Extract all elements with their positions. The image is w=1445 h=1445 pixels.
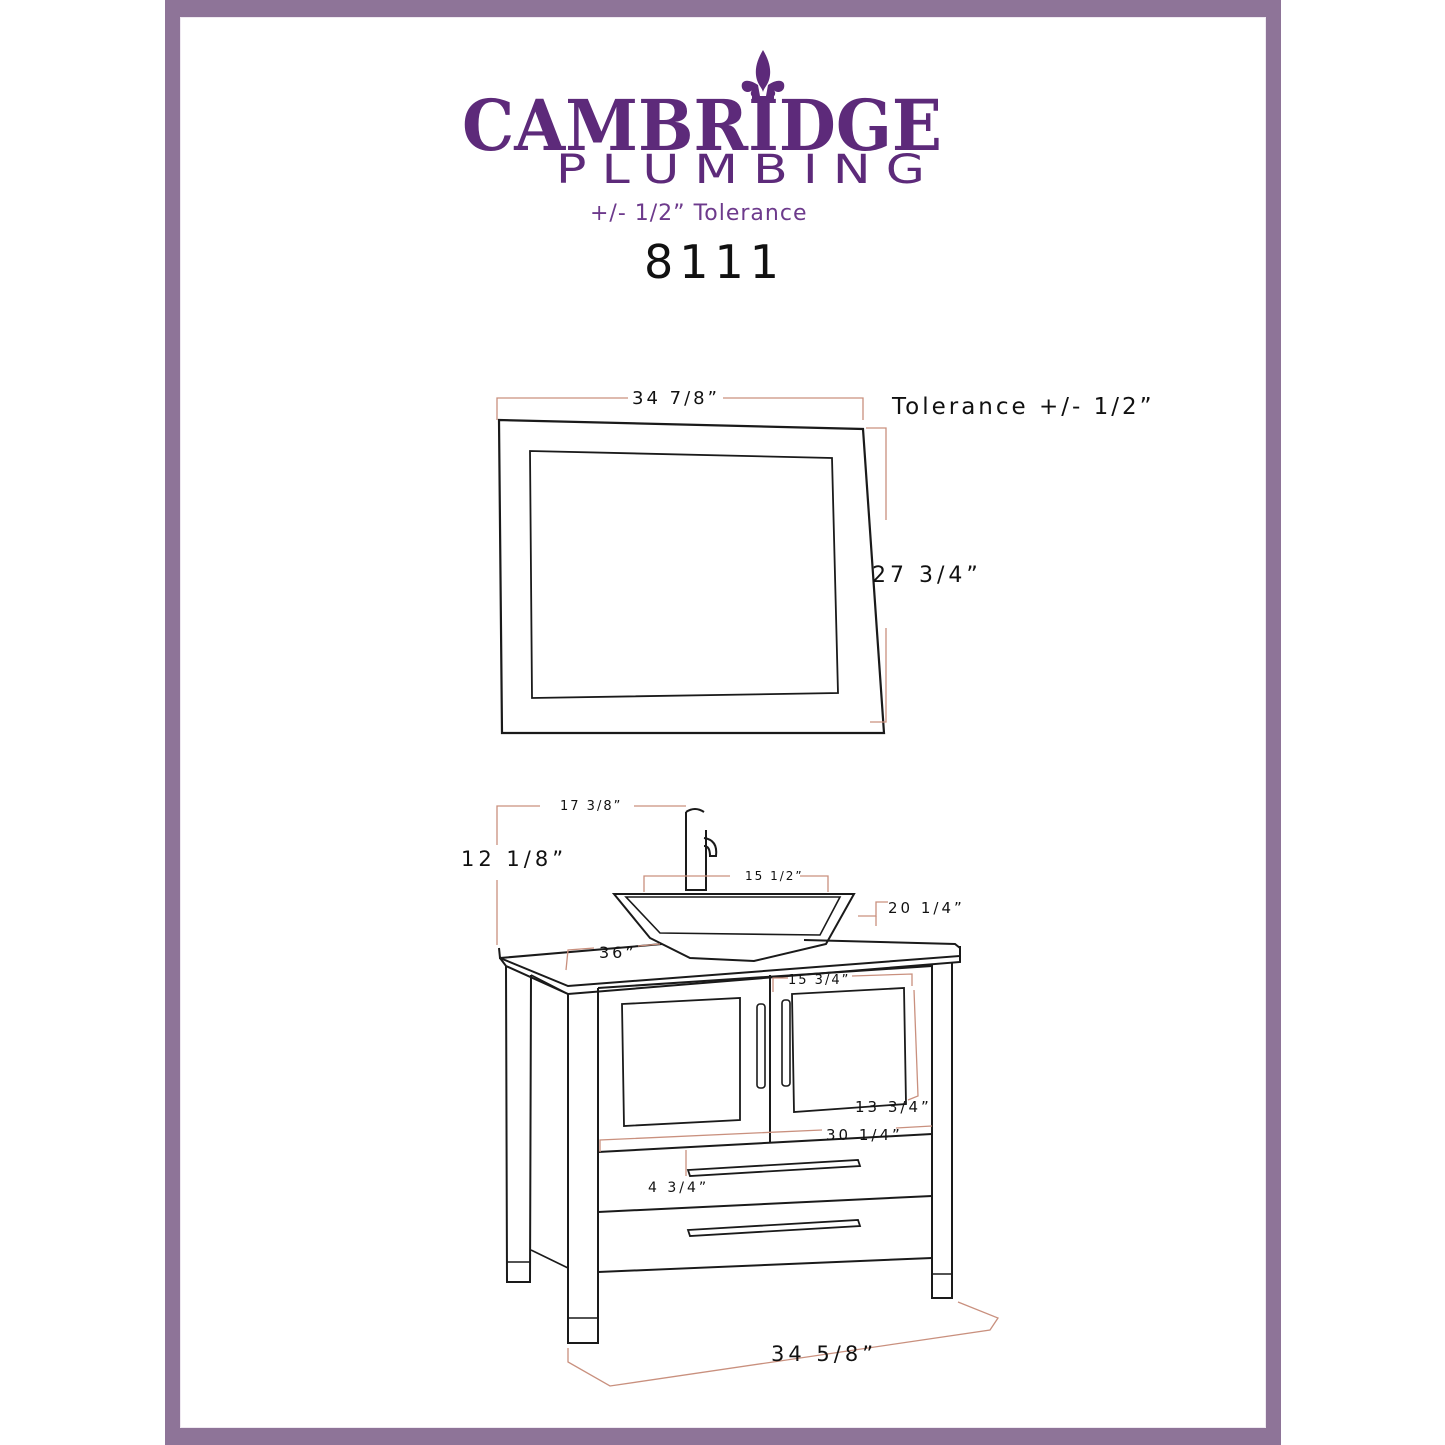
cabinet-width-label: 30 1/4”	[826, 1126, 903, 1144]
vanity-dimensions: 17 3/8” 12 1/8” 15 1/2” 20 1/4” 36” 15 3…	[461, 799, 999, 1387]
door-width-label: 15 3/4”	[788, 973, 850, 988]
model-number: 8111	[644, 235, 785, 289]
top-width-label: 36”	[599, 943, 637, 962]
brand-logo: CAMBRIDGE PLUMBING	[462, 50, 942, 193]
fleur-de-lis-icon	[741, 50, 785, 110]
vessel-sink-icon	[611, 893, 856, 963]
inner-frame	[181, 18, 1265, 1427]
faucet-height-label: 12 1/8”	[461, 847, 567, 871]
faucet-width-label: 17 3/8”	[560, 799, 622, 814]
header-tolerance: +/- 1/2” Tolerance	[590, 201, 807, 226]
top-depth-label: 20 1/4”	[888, 899, 965, 917]
mirror-dimensions: 34 7/8” 27 3/4” Tolerance +/- 1/2”	[496, 388, 1155, 723]
mirror-height-label: 27 3/4”	[872, 563, 982, 588]
mirror-width-label: 34 7/8”	[632, 388, 720, 409]
door-height-label: 13 3/4”	[855, 1098, 932, 1116]
brand-sub: PLUMBING	[556, 147, 940, 193]
sink-width-label: 15 1/2”	[745, 869, 804, 883]
faucet-icon	[685, 808, 718, 891]
mirror-drawing	[497, 418, 886, 735]
vanity-drawing	[498, 808, 961, 1344]
base-width-label: 34 5/8”	[771, 1342, 877, 1366]
drawer-height-label: 4 3/4”	[648, 1180, 709, 1196]
brand-name: CAMBRIDGE	[462, 84, 942, 167]
mirror-tolerance-note: Tolerance +/- 1/2”	[891, 394, 1155, 420]
